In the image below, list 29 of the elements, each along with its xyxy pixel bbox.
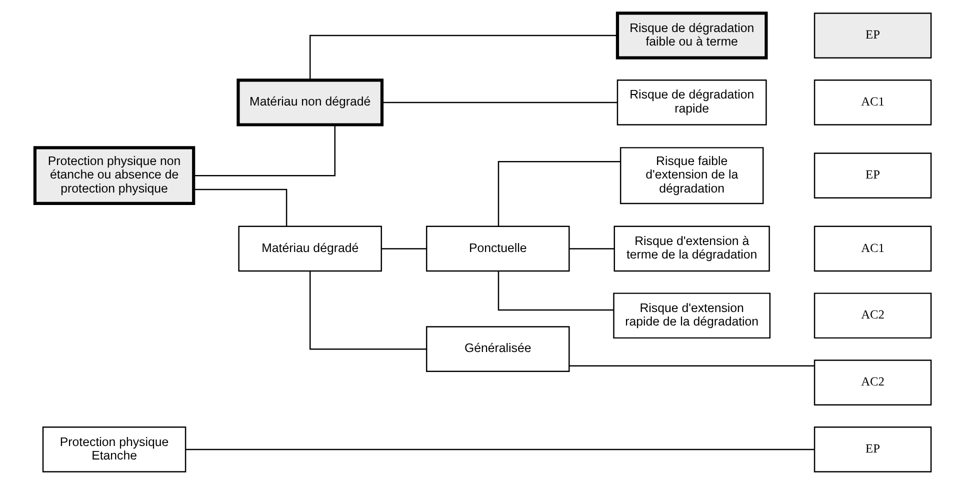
connector	[568, 365, 814, 366]
node-box: AC2	[813, 360, 932, 406]
node-box: Matériau dégradé	[238, 226, 382, 272]
node-box: Généralisée	[425, 326, 570, 372]
node-box: AC1	[813, 226, 932, 272]
node-box: EP	[813, 152, 932, 198]
connector	[382, 102, 617, 104]
node-box: Risque de dégradation rapide	[616, 80, 766, 126]
connector	[497, 271, 614, 311]
connector	[193, 124, 335, 176]
node-box: Ponctuelle	[425, 226, 570, 272]
connector	[569, 248, 614, 250]
node-box: Risque faible d'extension de la dégradation	[619, 147, 764, 204]
node-box: EP	[813, 12, 932, 58]
node-box: AC2	[813, 292, 932, 339]
connector	[308, 271, 426, 350]
node-box: Matériau non dégradé	[236, 78, 384, 126]
connector	[185, 448, 814, 450]
connector	[381, 248, 426, 250]
connector	[193, 188, 287, 226]
node-box: Risque d'extension à terme de la dégradation	[613, 226, 770, 272]
node-box: Protection physique Etanche	[42, 426, 186, 472]
connector	[497, 161, 620, 226]
node-box: Protection physique non étanche ou absence de protection physique	[32, 146, 195, 206]
node-box: EP	[813, 426, 932, 472]
node-box: Risque d'extension rapide de la dégradation	[612, 292, 770, 339]
node-box: Risque de dégradation faible ou à terme	[615, 12, 768, 60]
connector	[308, 34, 617, 80]
node-box: AC1	[813, 80, 932, 126]
